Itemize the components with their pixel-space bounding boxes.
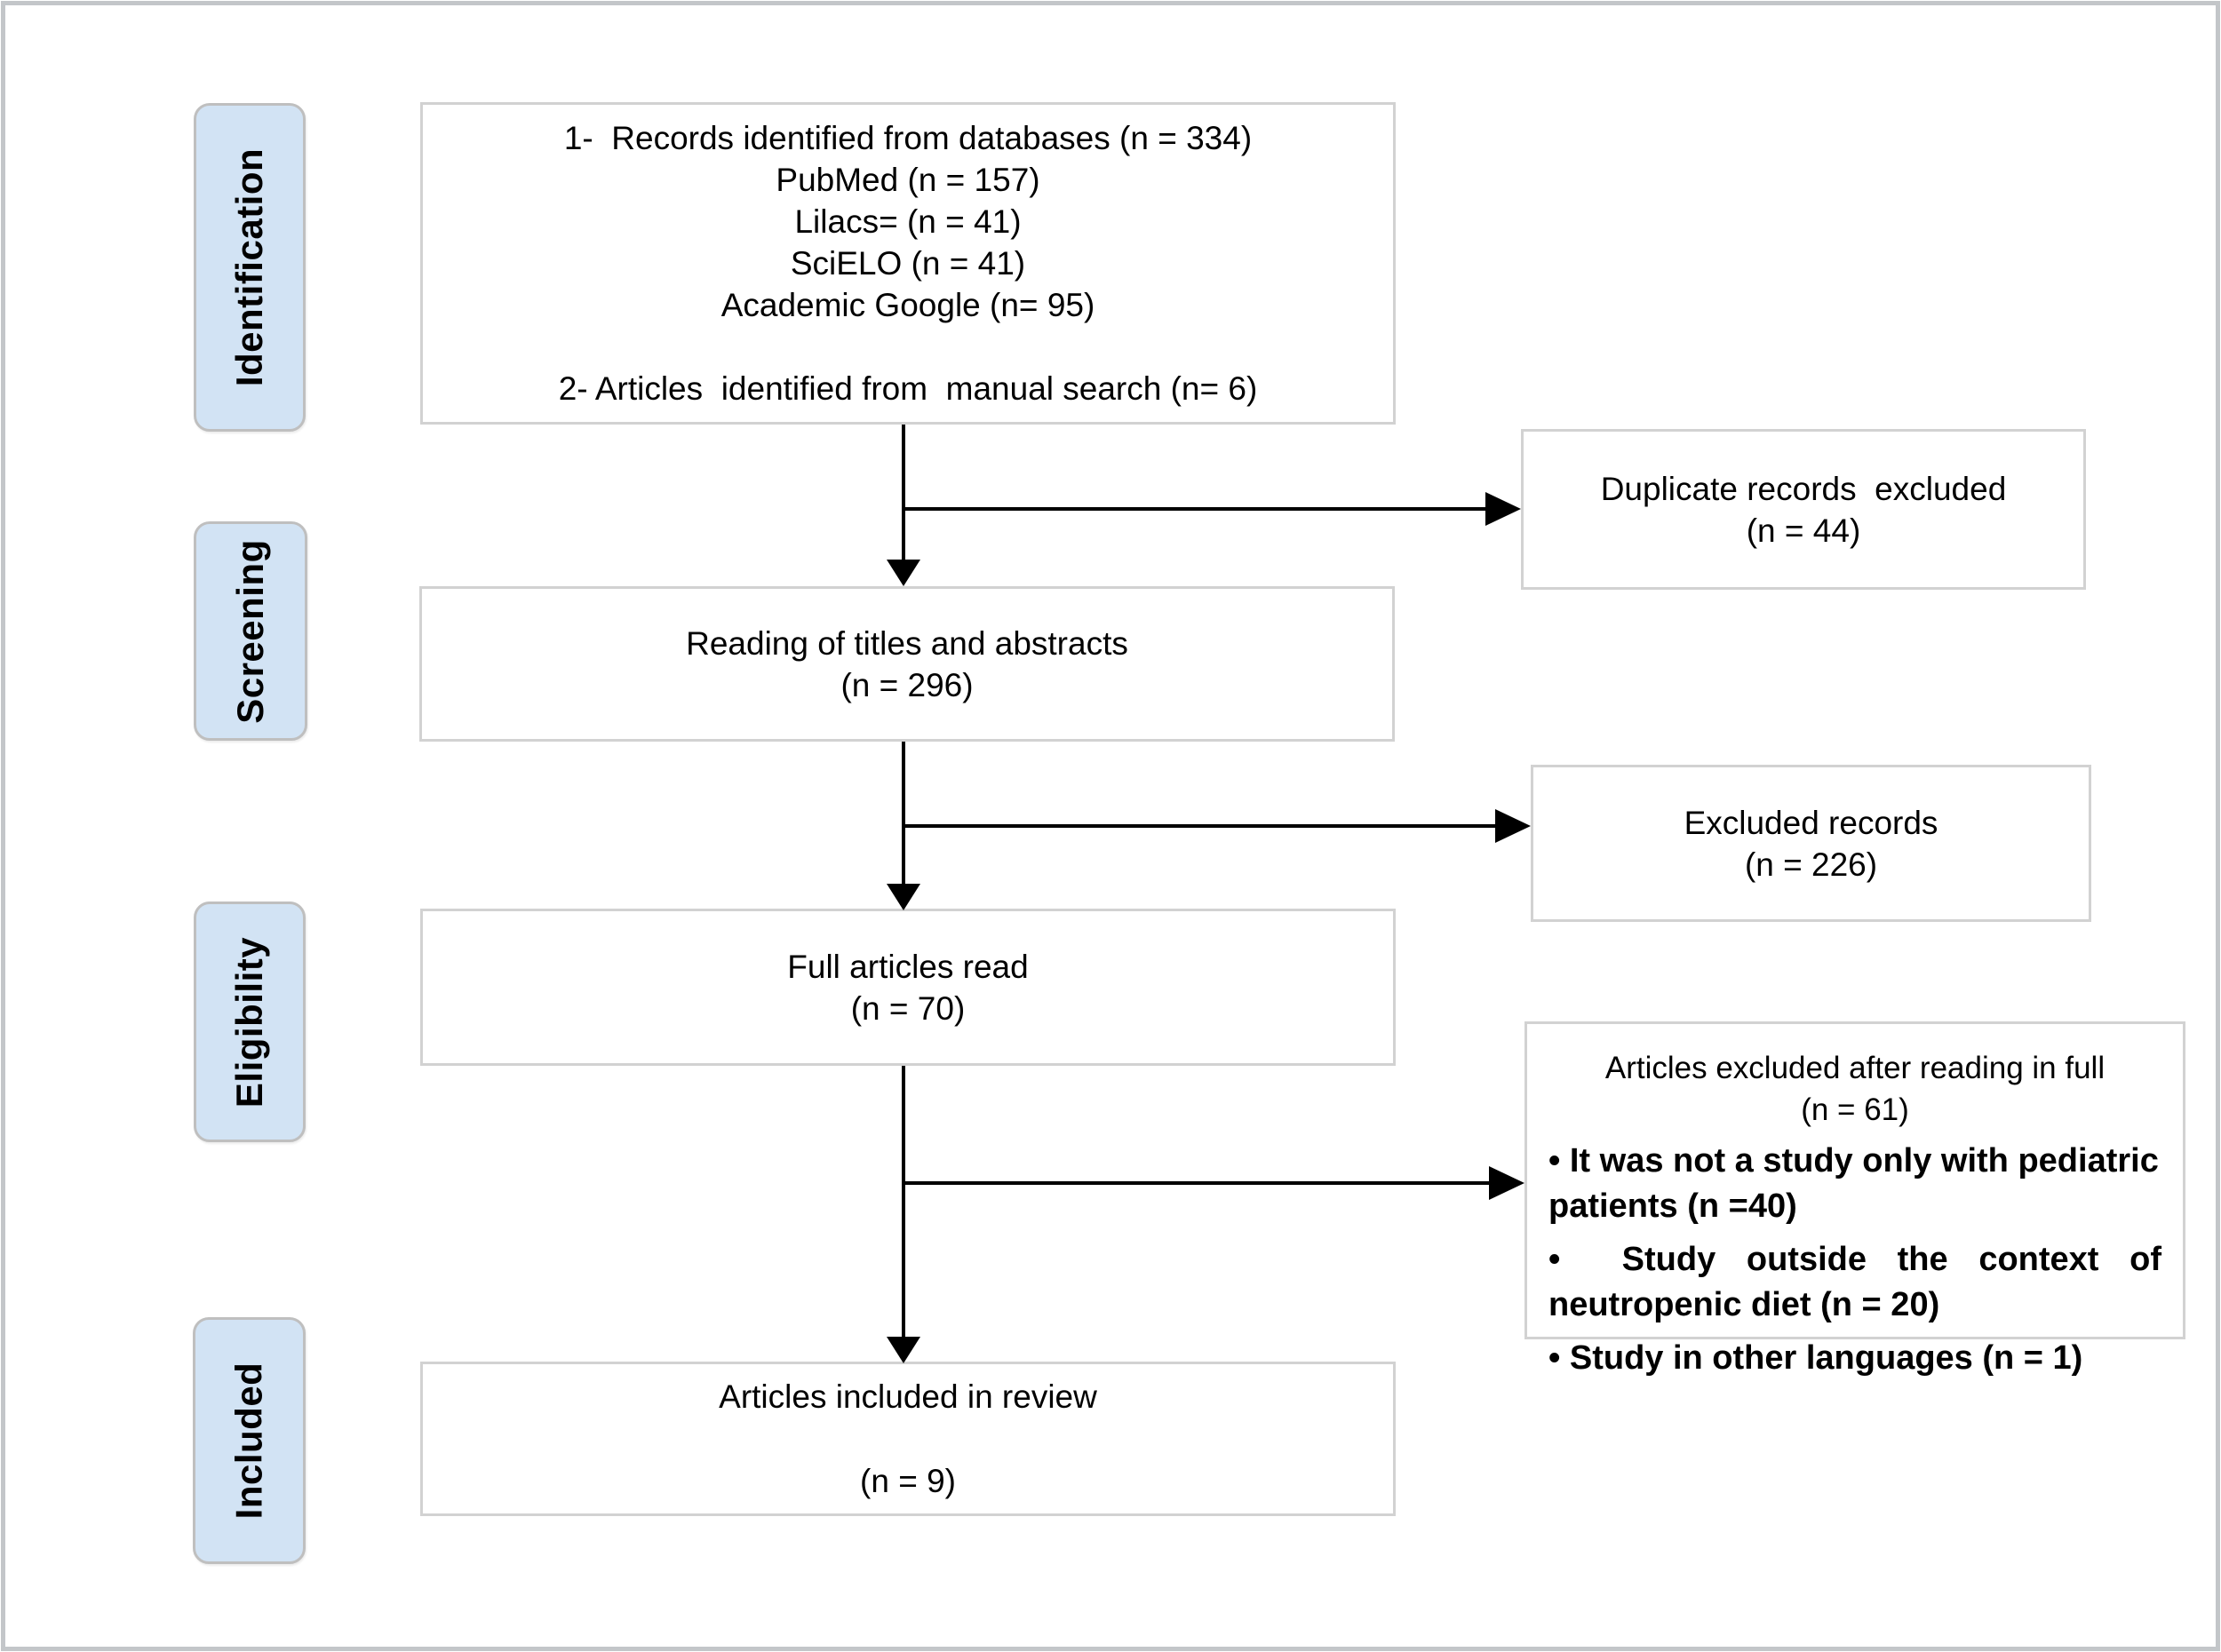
connector-v3-line [902, 1066, 905, 1338]
records-identified-line-3: Lilacs= (n = 41) [794, 203, 1022, 240]
box-records-identified: 1- Records identified from databases (n … [420, 102, 1396, 425]
connector-h1-line [902, 507, 1487, 511]
articles-excluded-bullet-1: • It was not a study only with pediatric… [1548, 1142, 2169, 1225]
duplicates-excluded-line-1: Duplicate records excluded [1600, 470, 2007, 507]
articles-excluded-header-1: Articles excluded after reading in full [1604, 1051, 2106, 1085]
records-identified-line-2: PubMed (n = 157) [776, 162, 1040, 198]
connector-v2-line [902, 742, 905, 885]
box-titles-abstracts: Reading of titles and abstracts (n = 296… [419, 586, 1395, 742]
full-articles-line-2: (n = 70) [850, 989, 966, 1027]
excluded-records-line-2: (n = 226) [1744, 846, 1878, 883]
connector-h3-arrowhead-icon [1489, 1166, 1524, 1200]
articles-excluded-bullet-2: • Study outside the context of neutropen… [1548, 1241, 2171, 1323]
titles-abstracts-line-1: Reading of titles and abstracts [686, 624, 1128, 662]
stage-label-screening: Screening [194, 521, 307, 741]
stage-label-identification: Identification [194, 103, 306, 432]
connector-v3-arrowhead-icon [887, 1337, 920, 1363]
excluded-records-line-1: Excluded records [1684, 804, 1938, 841]
box-excluded-records: Excluded records (n = 226) [1531, 765, 2091, 922]
stage-label-included-text: Included [227, 1362, 270, 1520]
stage-label-eligibility-text: Eligibility [228, 936, 270, 1108]
included-review-line-2: (n = 9) [860, 1463, 956, 1499]
stage-label-screening-text: Screening [229, 538, 272, 724]
stage-label-included: Included [193, 1317, 306, 1564]
duplicates-excluded-line-2: (n = 44) [1746, 512, 1861, 549]
connector-v2-arrowhead-icon [887, 884, 920, 910]
connector-h1-arrowhead-icon [1485, 492, 1521, 526]
included-review-line-1: Articles included in review [719, 1378, 1097, 1415]
titles-abstracts-line-2: (n = 296) [840, 666, 974, 703]
stage-label-identification-text: Identification [228, 147, 270, 387]
stage-label-eligibility: Eligibility [194, 901, 306, 1142]
articles-excluded-header-2: (n = 61) [1801, 1092, 1909, 1127]
full-articles-line-1: Full articles read [787, 948, 1029, 985]
connector-h2-line [902, 824, 1497, 828]
box-full-articles: Full articles read (n = 70) [420, 909, 1396, 1066]
box-duplicates-excluded: Duplicate records excluded (n = 44) [1521, 429, 2086, 590]
articles-excluded-bullet-3: • Study in other languages (n = 1) [1548, 1339, 2083, 1377]
box-articles-excluded-full: Articles excluded after reading in full … [1524, 1021, 2185, 1377]
records-identified-line-7: 2- Articles identified from manual searc… [558, 370, 1258, 407]
connector-h2-arrowhead-icon [1495, 809, 1531, 843]
connector-v1-line [902, 425, 905, 560]
box-included-review: Articles included in review (n = 9) [420, 1362, 1396, 1516]
connector-h3-line [902, 1181, 1491, 1185]
records-identified-line-5: Academic Google (n= 95) [720, 287, 1095, 323]
connector-v1-arrowhead-icon [887, 560, 920, 586]
records-identified-line-1: 1- Records identified from databases (n … [563, 120, 1253, 156]
records-identified-line-4: SciELO (n = 41) [790, 245, 1026, 282]
